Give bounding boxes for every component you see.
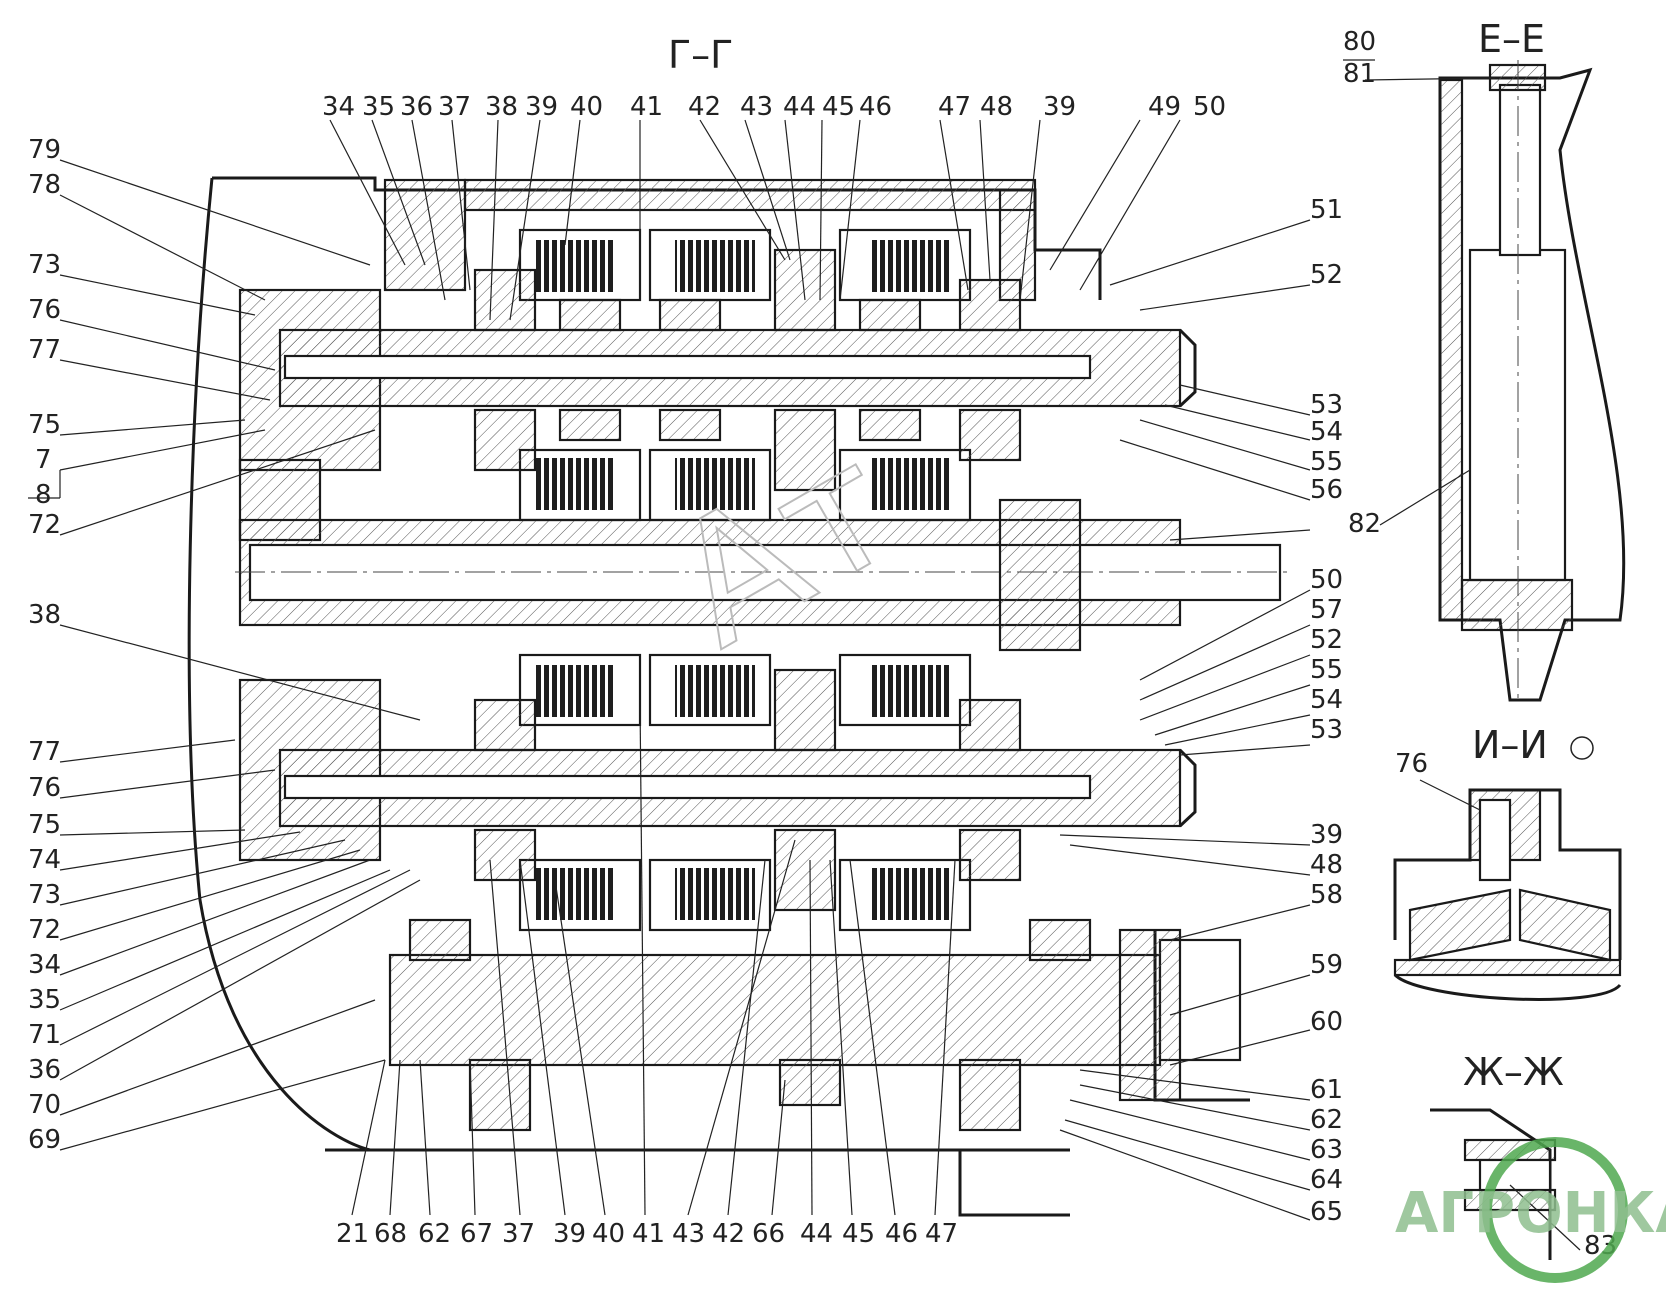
callout-label: 55	[1310, 655, 1343, 685]
callout-label: 46	[885, 1219, 918, 1249]
section-title-zh-zh: Ж–Ж	[1463, 1050, 1564, 1094]
callout-label: 66	[752, 1219, 785, 1249]
callout-label: 65	[1310, 1197, 1343, 1227]
callout-label: 77	[28, 737, 61, 767]
callouts-bottom: 21 68 62 67 37 39 40 41 43 42 66 44 45 4…	[336, 1219, 958, 1249]
callout-label: 60	[1310, 1007, 1343, 1037]
callout-label: 48	[980, 92, 1013, 122]
callout-label: 52	[1310, 625, 1343, 655]
leader-lines	[28, 59, 1581, 1251]
callout-label: 73	[28, 880, 61, 910]
callout-label: 46	[859, 92, 892, 122]
callout-label: 68	[374, 1219, 407, 1249]
callout-label: 62	[1310, 1105, 1343, 1135]
callout-label: 75	[28, 410, 61, 440]
callout-label: 42	[712, 1219, 745, 1249]
callout-label: 80	[1343, 27, 1376, 57]
callout-label: 41	[632, 1219, 665, 1249]
callout-label: 35	[28, 985, 61, 1015]
callout-label: 36	[28, 1055, 61, 1085]
callout-label: 8	[35, 480, 52, 510]
callouts-sections: 80 81 82 76 83	[1343, 27, 1617, 1261]
callout-label: 45	[822, 92, 855, 122]
callout-label: 39	[1043, 92, 1076, 122]
callout-label: 39	[553, 1219, 586, 1249]
agronka-watermark: АГРОНКА	[1395, 1137, 1666, 1283]
callout-label: 34	[322, 92, 355, 122]
callout-label: 42	[688, 92, 721, 122]
callout-label: 54	[1310, 685, 1343, 715]
callout-label: 43	[740, 92, 773, 122]
callout-label: 77	[28, 335, 61, 365]
callout-label: 36	[400, 92, 433, 122]
callout-label: 51	[1310, 195, 1343, 225]
rotation-symbol-icon	[1570, 736, 1594, 760]
callout-label: 81	[1343, 59, 1376, 89]
callout-label: 82	[1348, 509, 1381, 539]
callout-label: 78	[28, 170, 61, 200]
callout-label: 58	[1310, 880, 1343, 910]
callout-label: 43	[672, 1219, 705, 1249]
callout-label: 72	[28, 510, 61, 540]
callout-label: 40	[592, 1219, 625, 1249]
callouts-left: 79 78 73 76 77 75 7 8 72 38 77 76 75 74 …	[28, 135, 61, 1155]
section-e-e-geometry	[1438, 60, 1626, 702]
callout-label: 79	[28, 135, 61, 165]
callout-label: 40	[570, 92, 603, 122]
section-title-i-i: И–И	[1472, 723, 1548, 767]
callout-label: 54	[1310, 417, 1343, 447]
callout-label: 63	[1310, 1135, 1343, 1165]
callout-label: 62	[418, 1219, 451, 1249]
callout-label: 41	[630, 92, 663, 122]
section-title-g-g: Г–Г	[668, 33, 733, 77]
callout-label: 7	[35, 445, 52, 475]
callout-label: 74	[28, 845, 61, 875]
callout-label: 38	[28, 600, 61, 630]
callout-label: 55	[1310, 447, 1343, 477]
callout-label: 50	[1193, 92, 1226, 122]
section-title-e-e: Е–Е	[1478, 17, 1545, 61]
callout-label: 59	[1310, 950, 1343, 980]
callout-label: 35	[362, 92, 395, 122]
section-i-i-geometry	[1393, 788, 1622, 1001]
main-section-geometry: Ат	[187, 176, 1290, 1217]
callout-label: 47	[925, 1219, 958, 1249]
watermark-text: АГРОНКА	[1395, 1181, 1666, 1246]
callout-label: 37	[438, 92, 471, 122]
callout-label: 48	[1310, 850, 1343, 880]
callout-label: 47	[938, 92, 971, 122]
callout-label: 64	[1310, 1165, 1343, 1195]
callout-label: 76	[28, 295, 61, 325]
callout-label: 49	[1148, 92, 1181, 122]
callout-label: 39	[525, 92, 558, 122]
callout-label: 34	[28, 950, 61, 980]
callout-label: 39	[1310, 820, 1343, 850]
callouts-right: 51 52 53 54 55 56 50 57 52 55 54 53 39 4…	[1310, 195, 1343, 1227]
callout-label: 21	[336, 1219, 369, 1249]
callout-label: 69	[28, 1125, 61, 1155]
callout-label: 38	[485, 92, 518, 122]
callout-label: 76	[28, 773, 61, 803]
callouts-top: 34 35 36 37 38 39 40 41 42 43 44 45 46 4…	[322, 92, 1226, 122]
svg-text:Ат: Ат	[642, 406, 927, 685]
callout-label: 50	[1310, 565, 1343, 595]
callout-label: 45	[842, 1219, 875, 1249]
callout-label: 52	[1310, 260, 1343, 290]
callout-label: 72	[28, 915, 61, 945]
callout-label: 53	[1310, 715, 1343, 745]
callout-label: 44	[783, 92, 816, 122]
callout-label: 73	[28, 250, 61, 280]
callout-label: 76	[1395, 749, 1428, 779]
callout-label: 71	[28, 1020, 61, 1050]
callout-label: 67	[460, 1219, 493, 1249]
callout-label: 53	[1310, 390, 1343, 420]
callout-label: 61	[1310, 1075, 1343, 1105]
callout-label: 70	[28, 1090, 61, 1120]
callout-label: 56	[1310, 475, 1343, 505]
callout-label: 57	[1310, 595, 1343, 625]
callout-label: 44	[800, 1219, 833, 1249]
callout-label: 37	[502, 1219, 535, 1249]
callout-label: 75	[28, 810, 61, 840]
